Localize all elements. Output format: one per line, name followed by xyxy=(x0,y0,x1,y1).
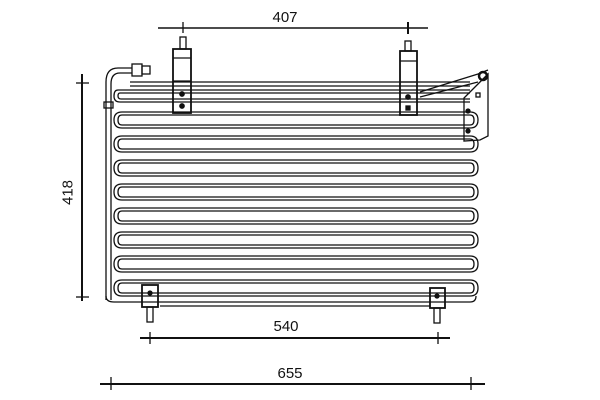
top-right-bracket xyxy=(399,40,418,116)
dimension-label-655: 655 xyxy=(277,365,303,382)
top-left-bracket xyxy=(172,36,192,114)
dimension-line-418 xyxy=(76,74,89,301)
dimension-label-540: 540 xyxy=(273,318,299,335)
dimension-line-540 xyxy=(140,332,450,344)
dimension-label-407: 407 xyxy=(272,9,298,26)
condenser-tubes xyxy=(105,81,479,307)
inlet-pipe xyxy=(103,63,151,300)
dimension-label-418: 418 xyxy=(59,179,77,206)
dimension-line-655 xyxy=(100,377,485,390)
bottom-left-bracket xyxy=(141,284,159,323)
side-mounting-bracket xyxy=(419,69,489,142)
dimension-line-407 xyxy=(158,22,428,34)
bottom-right-bracket xyxy=(429,287,446,324)
